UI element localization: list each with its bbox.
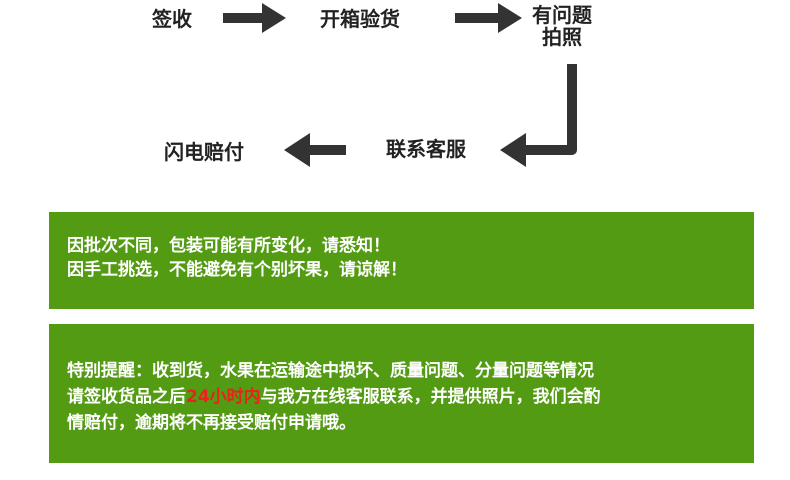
arrowhead-icon [262,3,286,33]
flow-step-photo-line2: 拍照 [542,25,582,49]
notice-text: 请签收货品之后 [67,387,186,407]
notice-panel-packaging: 因批次不同，包装可能有所变化，请悉知！ 因手工挑选，不能避免有个别坏果，请谅解！ [49,212,754,309]
notice-text: 因批次不同，包装可能有所变化，请悉知！ [67,236,390,256]
notice-text: 情赔付，逾期将不再接受赔付申请哦。 [67,413,356,433]
flow-step-sign: 签收 [152,7,192,31]
flow-step-inspect: 开箱验货 [320,7,400,31]
notice-text: 与我方在线客服联系，并提供照片，我们会酌 [260,387,601,407]
arrow-turn-left-icon [522,64,577,155]
notice-text: 因手工挑选，不能避免有个别坏果，请谅解！ [67,260,407,280]
arrowhead-icon [284,133,310,167]
flow-step-compensate: 闪电赔付 [164,140,244,164]
notice-text-with-highlight: 请签收货品之后24小时内与我方在线客服联系，并提供照片，我们会酌 [67,384,754,410]
notice-panel-claims: 特别提醒：收到货，水果在运输途中损坏、质量问题、分量问题等情况 请签收货品之后2… [49,324,754,463]
notice-text: 特别提醒：收到货，水果在运输途中损坏、质量问题、分量问题等情况 [67,361,594,381]
flow-step-photo: 有问题 拍照 [532,4,592,48]
deadline-highlight: 24小时内 [186,387,261,407]
flow-step-photo-line1: 有问题 [532,3,592,27]
arrowhead-icon [500,133,526,167]
arrowhead-icon [498,3,522,33]
flow-step-contact: 联系客服 [386,137,466,161]
flow-arrows [223,3,577,167]
